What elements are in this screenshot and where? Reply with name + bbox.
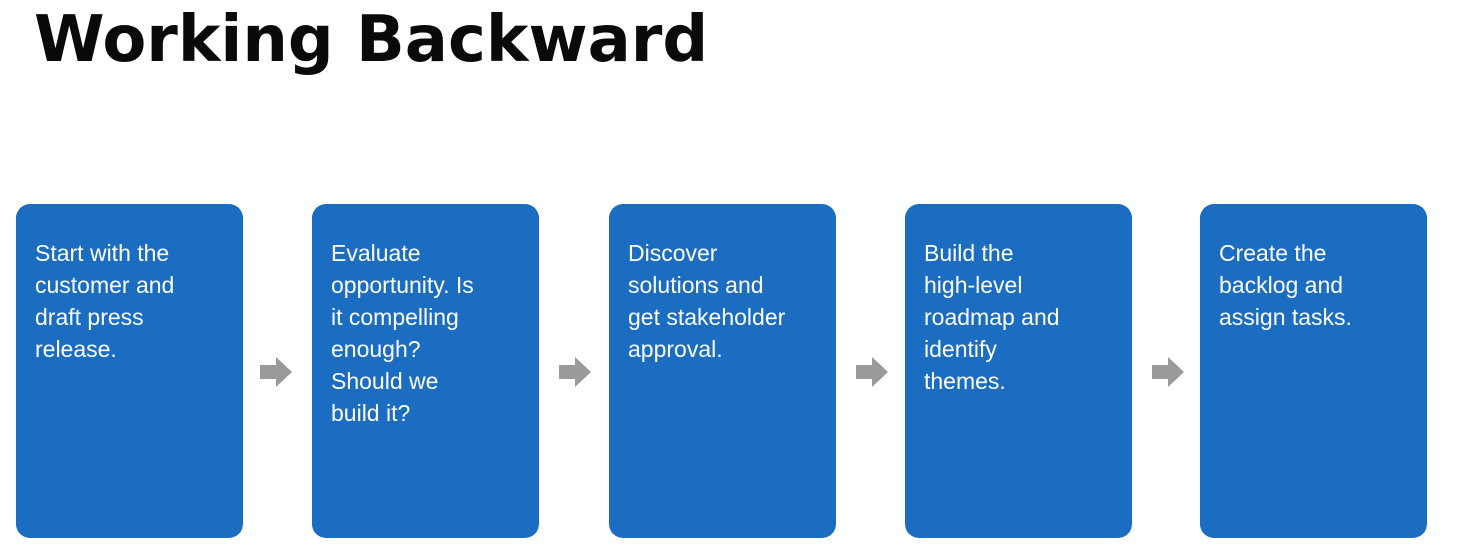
step-box-2: Evaluate opportunity. Is it compelling e… bbox=[312, 204, 539, 538]
right-arrow-icon bbox=[260, 357, 292, 387]
step-box-5: Create the backlog and assign tasks. bbox=[1200, 204, 1427, 538]
right-arrow-icon bbox=[559, 357, 591, 387]
step-box-4: Build the high-level roadmap and identif… bbox=[905, 204, 1132, 538]
right-arrow-icon bbox=[1152, 357, 1184, 387]
step-box-3: Discover solutions and get stakeholder a… bbox=[609, 204, 836, 538]
step-box-1: Start with the customer and draft press … bbox=[16, 204, 243, 538]
right-arrow-icon bbox=[856, 357, 888, 387]
page-title: Working Backward bbox=[34, 3, 709, 77]
